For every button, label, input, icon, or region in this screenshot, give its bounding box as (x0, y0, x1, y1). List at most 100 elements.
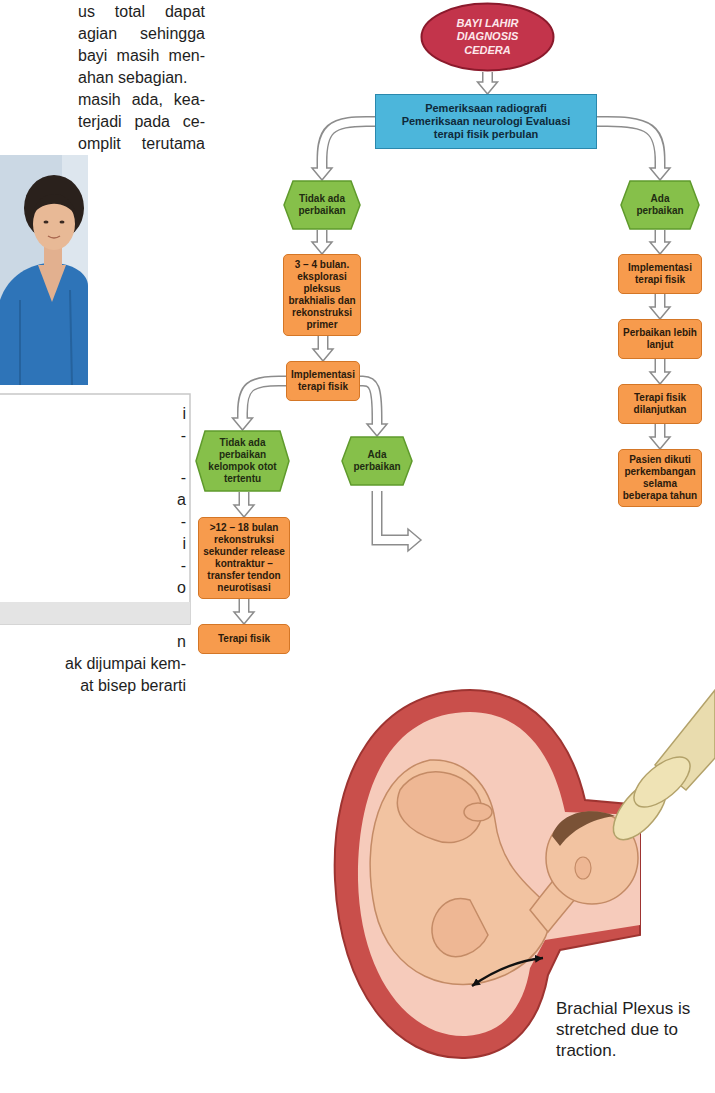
baby-foot (464, 803, 492, 821)
process-box: 3 – 4 bulan. eksplorasi pleksus brakhial… (283, 254, 361, 336)
flow-arrow (234, 599, 254, 624)
start-ellipse: BAYI LAHIR DIAGNOSIS CEDERA (420, 2, 555, 72)
article-text: - (120, 512, 186, 532)
hair-fringe (33, 194, 76, 216)
scrubs-fold (20, 290, 72, 385)
node-text: Ada perbaikan (353, 449, 401, 473)
flow-arrow (312, 122, 375, 181)
node-text: Pemeriksaan radiografi Pemeriksaan neuro… (400, 102, 572, 142)
article-text: terjadi pada ce- (78, 112, 205, 132)
decision-hexagon: Ada perbaikan (341, 436, 413, 486)
node-text-block: Perbaikan lebih lanjut (622, 327, 698, 351)
node-text: Terapi fisik (202, 633, 286, 645)
stretch-arrow (472, 958, 543, 986)
node-text-block: Terapi fisik (202, 633, 286, 645)
arrow-shaft-fill (240, 492, 248, 507)
arrow-shaft (377, 491, 410, 540)
arrow-shaft-fill (322, 122, 375, 171)
node-text: Perbaikan lebih lanjut (622, 327, 698, 351)
mouth (48, 236, 60, 238)
flow-arrow (650, 359, 670, 384)
flow-arrow (650, 424, 670, 449)
article-text: bayi masih men- (78, 46, 205, 66)
node-text: Tidak ada perbaikan (295, 193, 349, 217)
node-text-block: Tidak ada perbaikan (295, 193, 349, 217)
hexagon-fill (284, 181, 360, 229)
node-text-block: >12 – 18 bulan rekonstruksi sekunder rel… (202, 522, 286, 594)
node-text: Tidak ada perbaikan kelompok otot terten… (207, 437, 278, 485)
process-box: Implementasi terapi fisik (618, 254, 702, 294)
process-box: Terapi fisik dilanjutkan (618, 384, 702, 424)
flow-arrow (360, 381, 387, 436)
flow-arrow (650, 230, 670, 254)
article-text: omplit terutama (78, 134, 205, 154)
node-text-block: BAYI LAHIR DIAGNOSIS CEDERA (446, 17, 530, 57)
node-text-block: Terapi fisik dilanjutkan (622, 392, 698, 416)
article-text: ak dijumpai kem- (30, 654, 186, 674)
process-box: >12 – 18 bulan rekonstruksi sekunder rel… (198, 517, 290, 599)
caption-text: Brachial Plexus is stretched due to trac… (556, 998, 708, 1061)
neck-skin (38, 265, 66, 302)
node-text: Pasien dikuti perkembangan selama bebera… (622, 454, 698, 502)
hexagon-fill (196, 431, 289, 491)
node-text-block: Implementasi terapi fisik (290, 369, 356, 393)
baby-body (370, 760, 550, 985)
node-text: Terapi fisik dilanjutkan (622, 392, 698, 416)
article-text: ahan sebagian. (78, 68, 205, 88)
arrow-shaft-fill (656, 424, 664, 439)
arrow-shaft-fill (319, 336, 327, 351)
article-text: - (120, 426, 186, 446)
node-text-block: Ada perbaikan (353, 449, 401, 473)
hexagon-fill (621, 181, 699, 229)
arrow-shaft-fill (656, 230, 664, 244)
process-box: Perbaikan lebih lanjut (618, 319, 702, 359)
doctor-photo (0, 155, 88, 385)
eye (44, 220, 49, 223)
eye (60, 220, 65, 223)
decision-hexagon: Tidak ada perbaikan kelompok otot terten… (195, 430, 290, 492)
flow-arrow (597, 122, 670, 181)
arrow-shaft-fill (656, 294, 664, 309)
scrubs (0, 263, 88, 385)
gloved-hand (626, 748, 699, 816)
node-text-block: Pemeriksaan radiografi Pemeriksaan neuro… (400, 102, 572, 142)
node-text: 3 – 4 bulan. eksplorasi pleksus brakhial… (287, 259, 357, 331)
uterus-cavity (358, 712, 640, 1036)
arrow-shaft-fill (597, 122, 660, 171)
process-box: Implementasi terapi fisik (286, 361, 360, 401)
flow-arrow (313, 336, 333, 361)
article-band (0, 602, 190, 624)
baby-arm (432, 898, 488, 956)
decision-hexagon: Tidak ada perbaikan (283, 180, 361, 230)
node-text: >12 – 18 bulan rekonstruksi sekunder rel… (202, 522, 286, 594)
arrow-shaft-fill (243, 381, 287, 420)
arrow-shaft-fill (484, 72, 492, 84)
baby-ear (575, 857, 591, 879)
node-text: BAYI LAHIR DIAGNOSIS CEDERA (446, 17, 530, 57)
node-text-block: Ada perbaikan (632, 193, 688, 217)
article-text: us total dapat (78, 2, 205, 22)
node-text-block: Pasien dikuti perkembangan selama bebera… (622, 454, 698, 502)
arrow-shaft-fill (656, 359, 664, 374)
open-arrow (377, 491, 421, 551)
arrow-shaft-fill (360, 381, 377, 426)
article-frame (0, 394, 190, 624)
flow-arrow (312, 230, 332, 254)
flow-arrow (478, 72, 498, 94)
node-text: Ada perbaikan (632, 193, 688, 217)
baby-hair (552, 811, 615, 846)
article-text: at bisep berarti (30, 676, 186, 696)
process-box: Terapi fisik (198, 624, 290, 654)
flow-arrow (650, 294, 670, 319)
flow-arrow (233, 381, 287, 430)
article-text: - (120, 468, 186, 488)
article-text: agian sehingga (78, 24, 205, 44)
photo-background (0, 155, 88, 385)
hexagon-fill (342, 437, 412, 485)
ellipse-fill (422, 4, 554, 71)
arrow-shaft-fill (318, 230, 326, 244)
node-text-block: Tidak ada perbaikan kelompok otot terten… (207, 437, 278, 485)
